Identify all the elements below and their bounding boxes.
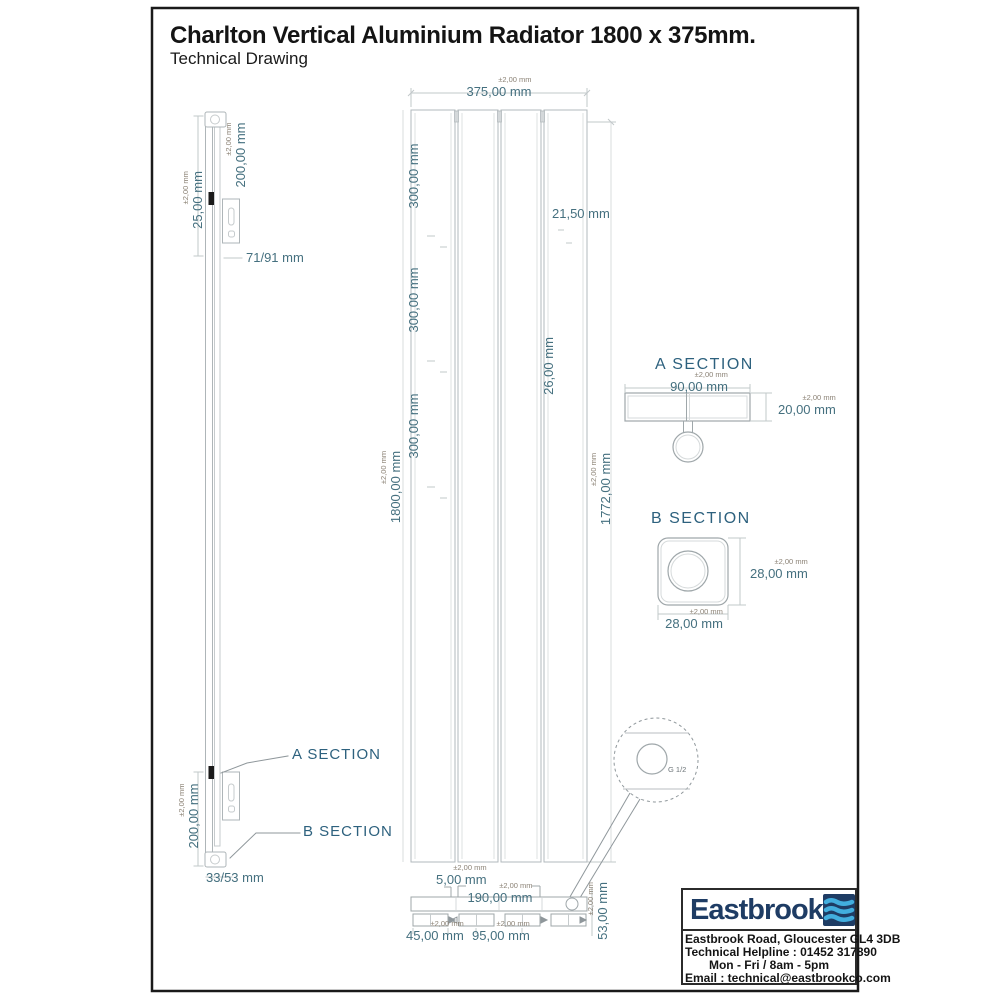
front-dim-inner-height: ±2,00 mm 1772,00 mm bbox=[588, 452, 613, 526]
front-dim-width: ±2,00 mm 375,00 mm bbox=[466, 75, 532, 99]
page-subtitle: Technical Drawing bbox=[170, 49, 308, 68]
front-view-drawing bbox=[402, 88, 616, 863]
bottom-dim-span: ±2,00 mm 190,00 mm bbox=[467, 881, 533, 905]
b-section-dim-width: ±2,00 mm 28,00 mm bbox=[665, 607, 723, 631]
bottom-dim-offset: ±2,00 mm 5,00 mm bbox=[436, 863, 487, 887]
company-address: Eastbrook Road, Gloucester GL4 3DB bbox=[685, 932, 901, 946]
company-contact-lines: Eastbrook Road, Gloucester GL4 3DB Techn… bbox=[683, 931, 901, 987]
company-info-box: Eastbrook Eastbrook Road, Gloucester GL4… bbox=[681, 888, 901, 987]
eastbrook-waves-icon bbox=[822, 894, 855, 926]
connection-detail-drawing bbox=[566, 717, 699, 907]
a-section-title: A SECTION bbox=[655, 356, 754, 373]
company-helpline: Technical Helpline : 01452 317890 bbox=[685, 945, 877, 959]
front-dim-top-gap: 21,50 mm bbox=[552, 206, 610, 221]
a-section-dim-height: ±2,00 mm 20,00 mm bbox=[778, 393, 836, 417]
company-email: Email : technical@eastbrookco.com bbox=[685, 971, 891, 985]
side-dim-bracket-range: 71/91 mm bbox=[246, 250, 304, 265]
side-view-drawing bbox=[193, 111, 301, 878]
page-border bbox=[150, 6, 860, 993]
a-section-dim-width: ±2,00 mm 90,00 mm bbox=[670, 370, 728, 394]
front-dim-segment-1: 300,00 mm bbox=[406, 143, 422, 209]
bottom-dim-foot-width: ±2,00 mm 45,00 mm bbox=[406, 919, 464, 943]
side-dim-bottom-height: ±2,00 mm 200,00 mm bbox=[176, 783, 201, 849]
bottom-dim-depth: ±2,00 mm 53,00 mm bbox=[585, 882, 610, 940]
company-logo-text: Eastbrook bbox=[690, 893, 824, 926]
side-b-section-label: B SECTION bbox=[303, 823, 393, 840]
company-hours: Mon - Fri / 8am - 5pm bbox=[708, 958, 829, 972]
side-dim-depth: ±2,00 mm 25,00 mm bbox=[180, 171, 205, 229]
b-section-title: B SECTION bbox=[651, 510, 751, 527]
b-section-drawing bbox=[657, 537, 746, 620]
front-dim-height: ±2,00 mm 1800,00 mm bbox=[378, 450, 403, 524]
front-dim-panel-width: 26,00 mm bbox=[541, 337, 557, 395]
thread-size-label: G 1/2 bbox=[668, 765, 687, 774]
bottom-dim-foot-spacing: ±2,00 mm 95,00 mm bbox=[472, 919, 530, 943]
side-dim-bottom-range: 33/53 mm bbox=[206, 870, 264, 885]
front-dim-segment-2: 300,00 mm bbox=[406, 267, 422, 333]
front-dim-segment-3: 300,00 mm bbox=[406, 393, 422, 459]
b-section-dim-height: ±2,00 mm 28,00 mm bbox=[750, 557, 808, 581]
company-logo: Eastbrook bbox=[683, 890, 855, 931]
side-dim-top-height: ±2,00 mm 200,00 mm bbox=[223, 122, 248, 188]
bottom-view-drawing bbox=[410, 885, 593, 936]
page-title: Charlton Vertical Aluminium Radiator 180… bbox=[170, 22, 756, 49]
side-a-section-label: A SECTION bbox=[292, 746, 382, 763]
a-section-drawing bbox=[624, 384, 772, 463]
